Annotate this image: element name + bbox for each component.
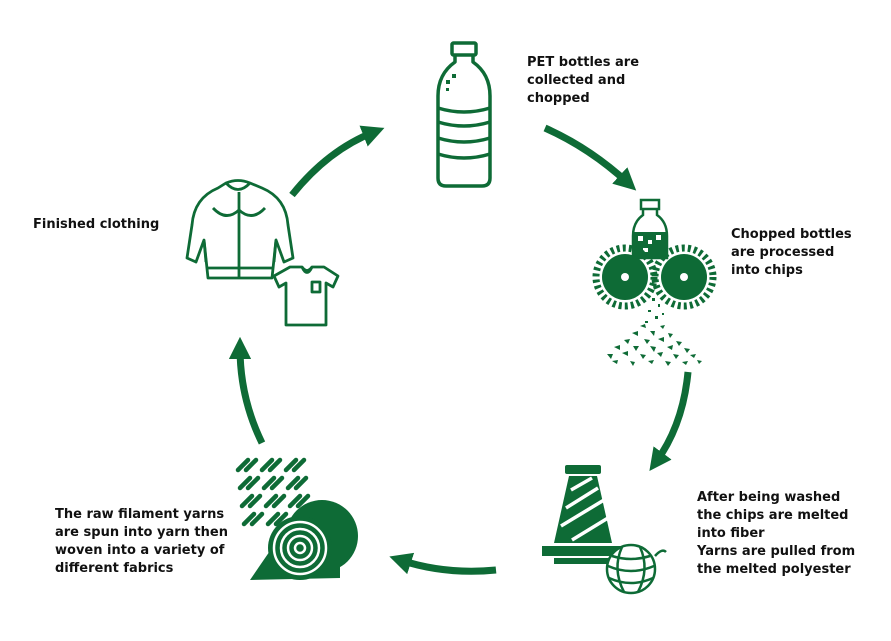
step-line: different fabrics: [55, 561, 174, 576]
step-line: the chips are melted: [697, 508, 849, 523]
step-line: collected and: [527, 73, 626, 88]
plastic-chips: [607, 298, 702, 366]
arrow-clothing-to-bottle: [289, 125, 385, 198]
step-line: PET bottles are: [527, 55, 640, 70]
step-line: into chips: [731, 263, 803, 278]
step-line: are spun into yarn then: [55, 525, 228, 540]
pet-bottle-icon: [436, 41, 492, 188]
step-line: chopped: [527, 91, 590, 106]
step-line: are processed: [731, 245, 835, 260]
step-label-chips: Chopped bottles are processed into chips: [731, 226, 852, 280]
arrow-bottle-to-shredder: [543, 124, 637, 191]
step-line: the melted polyester: [697, 562, 851, 577]
step-line: Chopped bottles: [731, 227, 852, 242]
saw-blade-right: [651, 244, 717, 310]
bottle-shredder-icon: [592, 198, 717, 366]
step-label-fabric: The raw filament yarns are spun into yar…: [55, 506, 228, 578]
step-line: Finished clothing: [33, 217, 160, 232]
yarn-ball: [605, 543, 667, 595]
arrow-spool-to-fabric: [389, 552, 497, 575]
arrow-fabric-to-clothing: [228, 336, 266, 445]
step-label-fiber: After being washed the chips are melted …: [697, 489, 855, 579]
jacket: [185, 179, 295, 280]
t-shirt: [272, 265, 340, 327]
saw-blade-left: [592, 244, 658, 310]
fabric-roll-icon: [235, 457, 358, 580]
step-line: Yarns are pulled from: [697, 544, 856, 559]
clothing-icon: [185, 179, 340, 327]
step-line: into fiber: [697, 526, 765, 541]
step-line: The raw filament yarns: [55, 507, 225, 522]
yarn-spool-icon: [542, 465, 667, 595]
step-label-collect: PET bottles are collected and chopped: [527, 54, 639, 108]
step-line: After being washed: [697, 490, 841, 505]
arrow-shredder-to-spool: [649, 371, 692, 472]
step-label-clothing: Finished clothing: [33, 216, 159, 234]
step-line: woven into a variety of: [55, 543, 225, 558]
